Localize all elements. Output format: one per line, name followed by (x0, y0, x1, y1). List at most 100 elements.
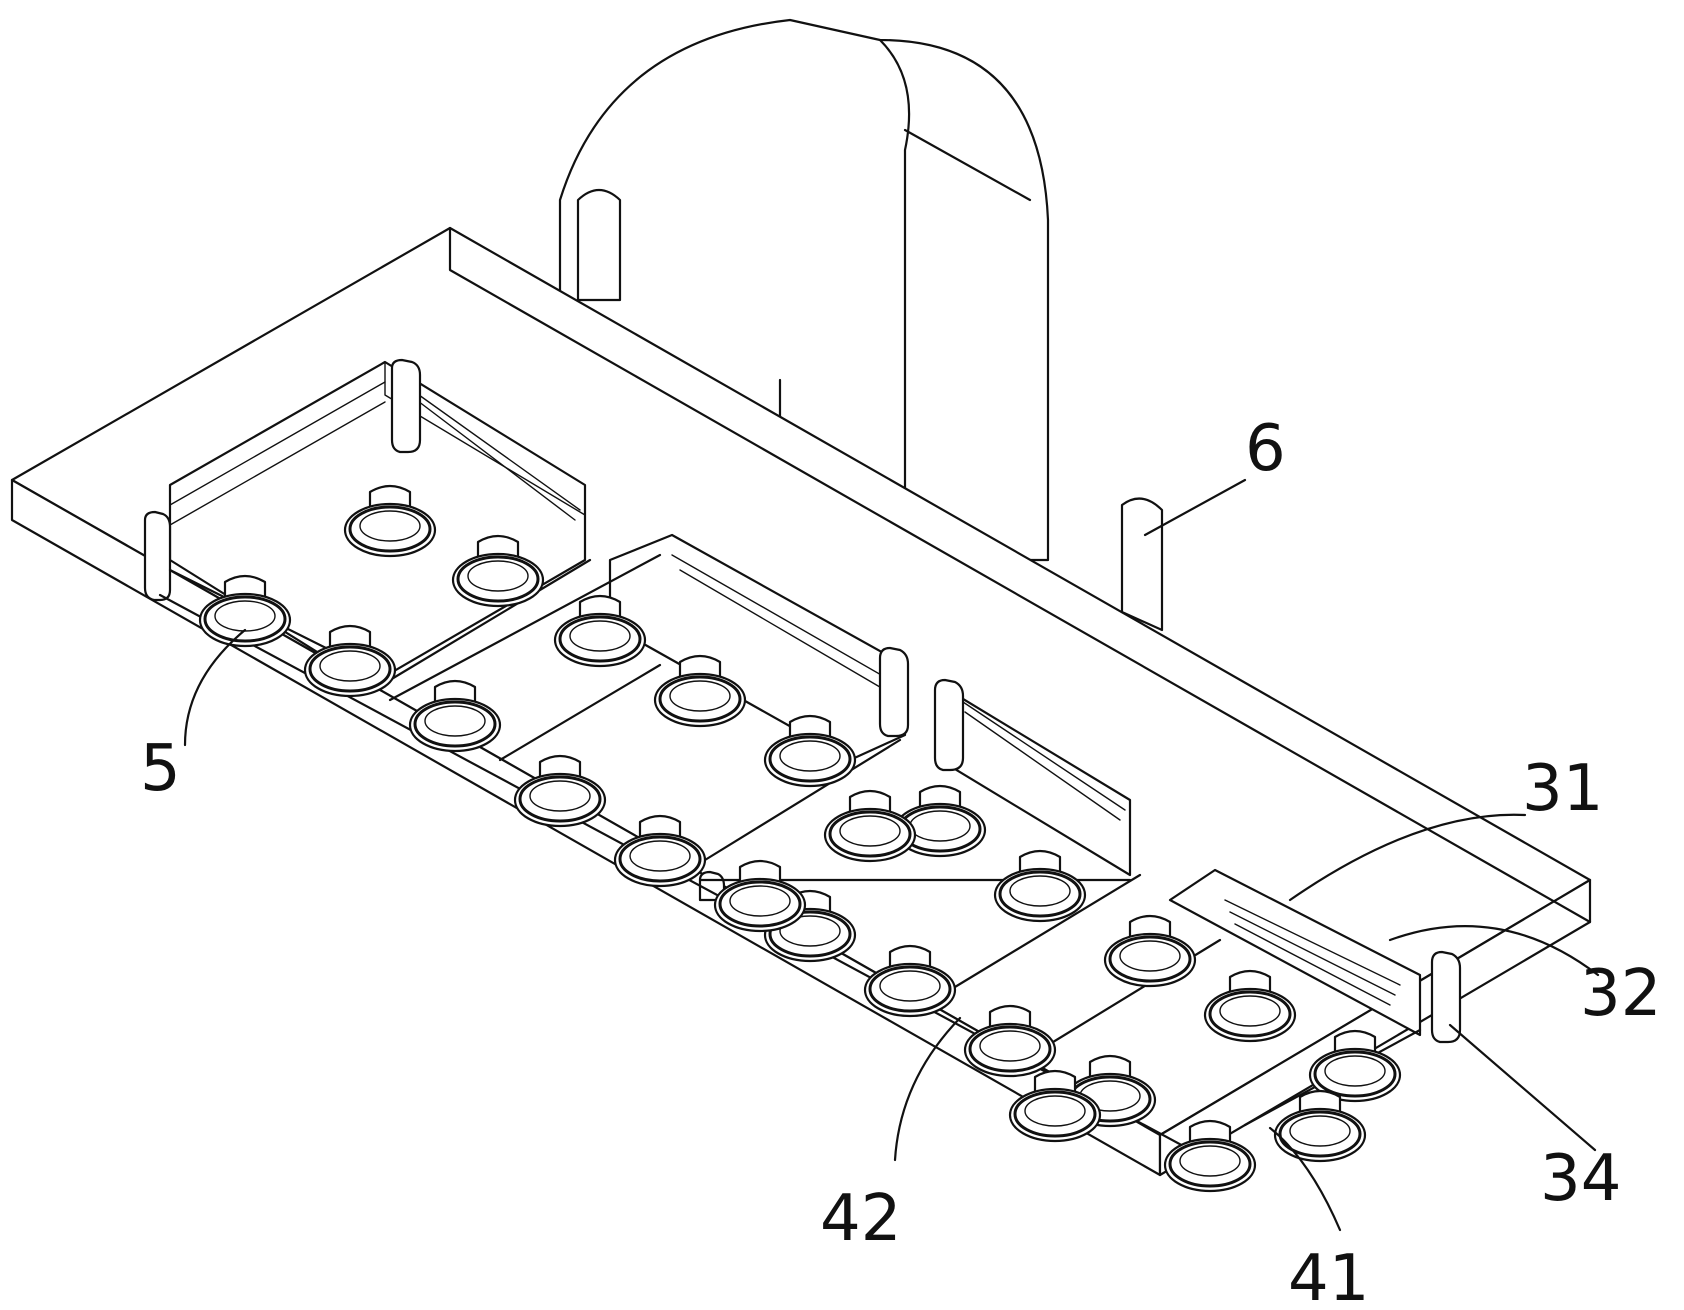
suction-cup-inner (779, 740, 841, 772)
suction-cup-rim (963, 1022, 1057, 1078)
pocket-frame-3 (698, 678, 1132, 902)
suction-cup (963, 1004, 1057, 1078)
suction-cup-rim (713, 877, 807, 933)
suction-cup (303, 624, 397, 698)
suction-cup-inner (669, 680, 731, 712)
suction-cup (993, 849, 1087, 923)
suction-cup (553, 594, 647, 668)
leader-42 (893, 1016, 962, 1162)
suction-cup (613, 814, 707, 888)
leader-32 (1388, 925, 1600, 977)
suction-cup-lip (658, 675, 742, 723)
suction-cup-rim (451, 552, 545, 608)
suction-cup-lip (768, 910, 852, 958)
suction-cup-lip (1313, 1050, 1397, 1098)
leader-lines (183, 478, 1600, 1232)
suction-cup-lip (868, 965, 952, 1013)
suction-cup-inner (319, 650, 381, 682)
leader-34 (1448, 1023, 1597, 1152)
suction-cup-rim (408, 697, 502, 753)
suction-cup-inner (529, 780, 591, 812)
suction-cup-rim (198, 592, 292, 648)
suction-cup-inner (629, 840, 691, 872)
suction-cup-lip (308, 645, 392, 693)
suction-cup-inner (1024, 1095, 1086, 1127)
suction-cup-lip (558, 615, 642, 663)
callout-labels: 5 6 31 32 34 41 42 (140, 412, 1661, 1310)
suction-cup-inner (467, 560, 529, 592)
suction-cup-lip (1168, 1140, 1252, 1188)
suction-cup-inner (779, 915, 841, 947)
suction-cup-lip (718, 880, 802, 928)
callout-41: 41 (1288, 1242, 1369, 1310)
suction-cup-lip (1208, 990, 1292, 1038)
suction-cup-lip (456, 555, 540, 603)
suction-cup-lip (998, 870, 1082, 918)
suction-cup-rim (1103, 932, 1197, 988)
suction-cup-rim (1203, 987, 1297, 1043)
suction-cup-lip (618, 835, 702, 883)
suction-cup-rim (553, 612, 647, 668)
leader-41 (1268, 1126, 1342, 1232)
suction-cup-inner (359, 510, 421, 542)
suction-cup-lip (348, 505, 432, 553)
suction-cup-lip (968, 1025, 1052, 1073)
suction-cup-inner (979, 1030, 1041, 1062)
suction-cup-rim (613, 832, 707, 888)
suction-cup-lip (1108, 935, 1192, 983)
suction-cup (451, 534, 545, 608)
suction-cup (1273, 1089, 1367, 1163)
suction-cup (863, 944, 957, 1018)
suction-cup-lip (203, 595, 287, 643)
suction-cup-inner (1219, 995, 1281, 1027)
suction-cup (823, 789, 917, 863)
suction-cup-lip (828, 810, 912, 858)
suction-cup-inner (1324, 1055, 1386, 1087)
suction-cup-rim (863, 962, 957, 1018)
suction-cup-inner (839, 815, 901, 847)
suction-cup (343, 484, 437, 558)
callout-42: 42 (820, 1182, 901, 1256)
suction-cup (1103, 914, 1197, 988)
suction-cup (1163, 1119, 1257, 1193)
callout-34: 34 (1540, 1142, 1621, 1216)
suction-cup-rim (823, 807, 917, 863)
guide-post-rear-left (576, 188, 622, 302)
suction-cup-rim (763, 732, 857, 788)
suction-cup (763, 714, 857, 788)
suction-cup-rim (993, 867, 1087, 923)
callout-6: 6 (1245, 412, 1286, 486)
suction-cup (513, 754, 607, 828)
suction-cup-lip (1278, 1110, 1362, 1158)
leader-6 (1143, 478, 1247, 537)
suction-cups (198, 484, 1402, 1193)
suction-cup-inner (729, 885, 791, 917)
suction-cup-rim (653, 672, 747, 728)
suction-cup-lip (518, 775, 602, 823)
suction-cup-rim (513, 772, 607, 828)
suction-cup-inner (424, 705, 486, 737)
suction-cup-lip (768, 735, 852, 783)
suction-cup (1203, 969, 1297, 1043)
suction-cup-inner (1179, 1145, 1241, 1177)
suction-cup-rim (303, 642, 397, 698)
leader-5 (183, 628, 247, 747)
callout-32: 32 (1580, 957, 1661, 1031)
suction-cup-inner (1289, 1115, 1351, 1147)
suction-cup-inner (1009, 875, 1071, 907)
suction-cup-inner (1119, 940, 1181, 972)
suction-cup (713, 859, 807, 933)
suction-cup-inner (879, 970, 941, 1002)
leader-31 (1288, 813, 1527, 902)
pocket-frame-4 (1168, 868, 1462, 1044)
suction-cup-rim (1008, 1087, 1102, 1143)
callout-31: 31 (1522, 752, 1603, 826)
guide-post-6 (1120, 497, 1164, 632)
suction-cup-rim (1308, 1047, 1402, 1103)
suction-cup-rim (1273, 1107, 1367, 1163)
callout-5: 5 (140, 732, 181, 806)
suction-cup (408, 679, 502, 753)
suction-cup-lip (1013, 1090, 1097, 1138)
